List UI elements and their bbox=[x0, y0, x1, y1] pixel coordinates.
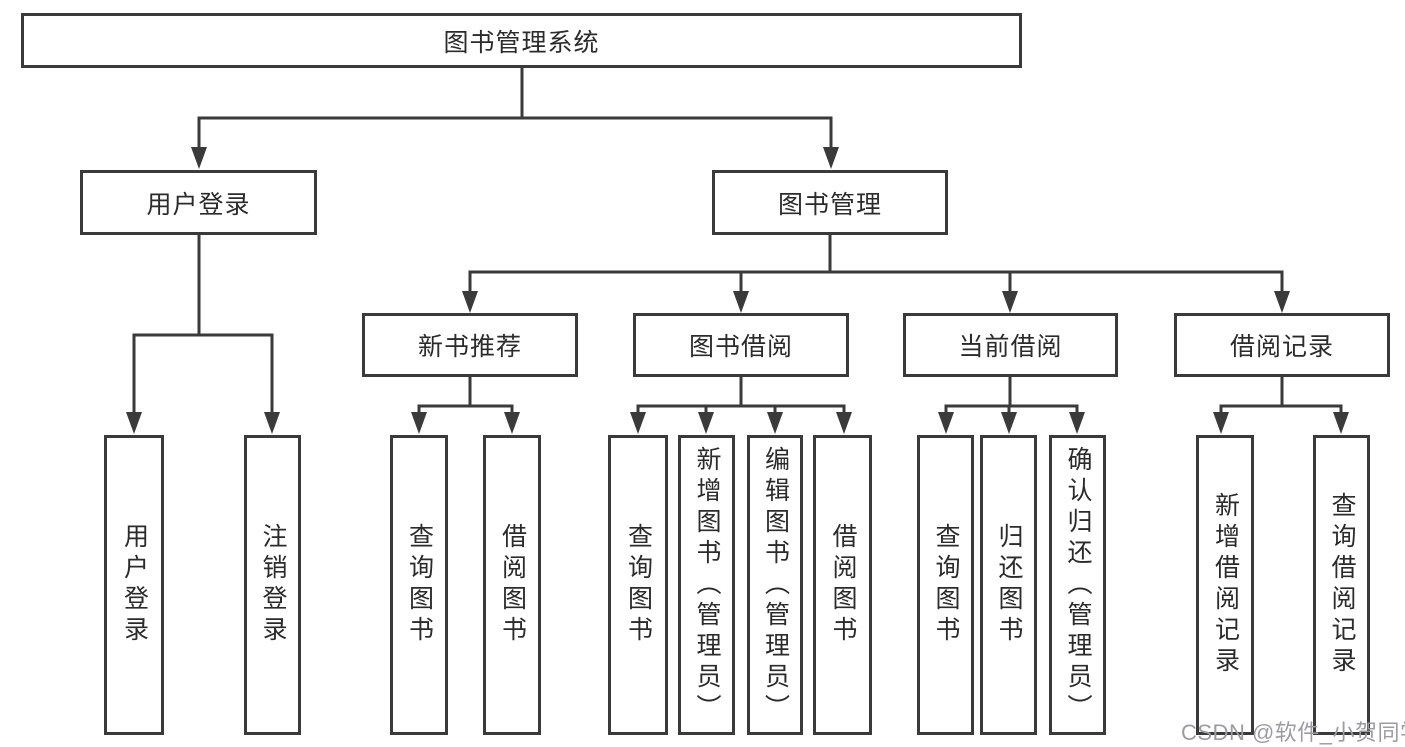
node-label: 新增图书（管理员） bbox=[693, 445, 721, 725]
node-label: 新增借阅记录 bbox=[1211, 492, 1240, 678]
node-label: 图书管理系统 bbox=[443, 28, 600, 57]
node-user-login: 用户登录 bbox=[80, 170, 317, 235]
leaf-add-borrow-record: 新增借阅记录 bbox=[1196, 435, 1254, 735]
arrowheads bbox=[126, 147, 1349, 434]
node-new-book-recommend: 新书推荐 bbox=[362, 313, 578, 377]
leaf-add-book-admin: 新增图书（管理员） bbox=[678, 435, 735, 735]
leaf-query-books-current: 查询图书 bbox=[917, 435, 974, 735]
node-label: 图书借阅 bbox=[688, 333, 793, 361]
connector-paths bbox=[132, 66, 1343, 417]
node-label: 借阅记录 bbox=[1229, 333, 1334, 361]
node-library-system: 图书管理系统 bbox=[21, 13, 1022, 68]
leaf-borrow-books: 借阅图书 bbox=[813, 435, 872, 735]
node-label: 编辑图书（管理员） bbox=[761, 445, 790, 725]
node-label: 确认归还（管理员） bbox=[1064, 445, 1092, 725]
node-label: 用户登录 bbox=[146, 190, 251, 219]
node-label: 用户登录 bbox=[120, 523, 149, 647]
node-label: 图书管理 bbox=[777, 190, 882, 219]
leaf-borrow-books-recommend: 借阅图书 bbox=[483, 435, 541, 735]
watermark-text: CSDN @软件_小贺同学 bbox=[1181, 720, 1405, 745]
leaf-logout: 注销登录 bbox=[244, 435, 301, 735]
node-current-borrow: 当前借阅 bbox=[903, 313, 1118, 377]
node-borrow-records: 借阅记录 bbox=[1174, 313, 1390, 377]
node-book-borrow: 图书借阅 bbox=[633, 313, 849, 377]
node-label: 新书推荐 bbox=[417, 333, 522, 361]
leaf-return-book: 归还图书 bbox=[980, 435, 1037, 735]
node-label: 注销登录 bbox=[259, 523, 287, 647]
node-label: 查询借阅记录 bbox=[1328, 492, 1356, 678]
leaf-query-borrow-record: 查询借阅记录 bbox=[1313, 435, 1370, 735]
node-label: 当前借阅 bbox=[958, 333, 1063, 361]
node-label: 查询图书 bbox=[624, 523, 653, 647]
leaf-confirm-return-admin: 确认归还（管理员） bbox=[1049, 435, 1106, 735]
leaf-query-books-borrow: 查询图书 bbox=[608, 435, 668, 735]
node-book-management: 图书管理 bbox=[712, 170, 948, 235]
node-label: 查询图书 bbox=[405, 523, 434, 647]
leaf-query-books-recommend: 查询图书 bbox=[390, 435, 448, 735]
node-label: 查询图书 bbox=[932, 523, 960, 647]
node-label: 借阅图书 bbox=[829, 523, 857, 647]
leaf-user-login: 用户登录 bbox=[104, 435, 164, 735]
node-label: 借阅图书 bbox=[498, 523, 527, 647]
leaf-edit-book-admin: 编辑图书（管理员） bbox=[747, 435, 803, 735]
node-label: 归还图书 bbox=[995, 523, 1023, 647]
